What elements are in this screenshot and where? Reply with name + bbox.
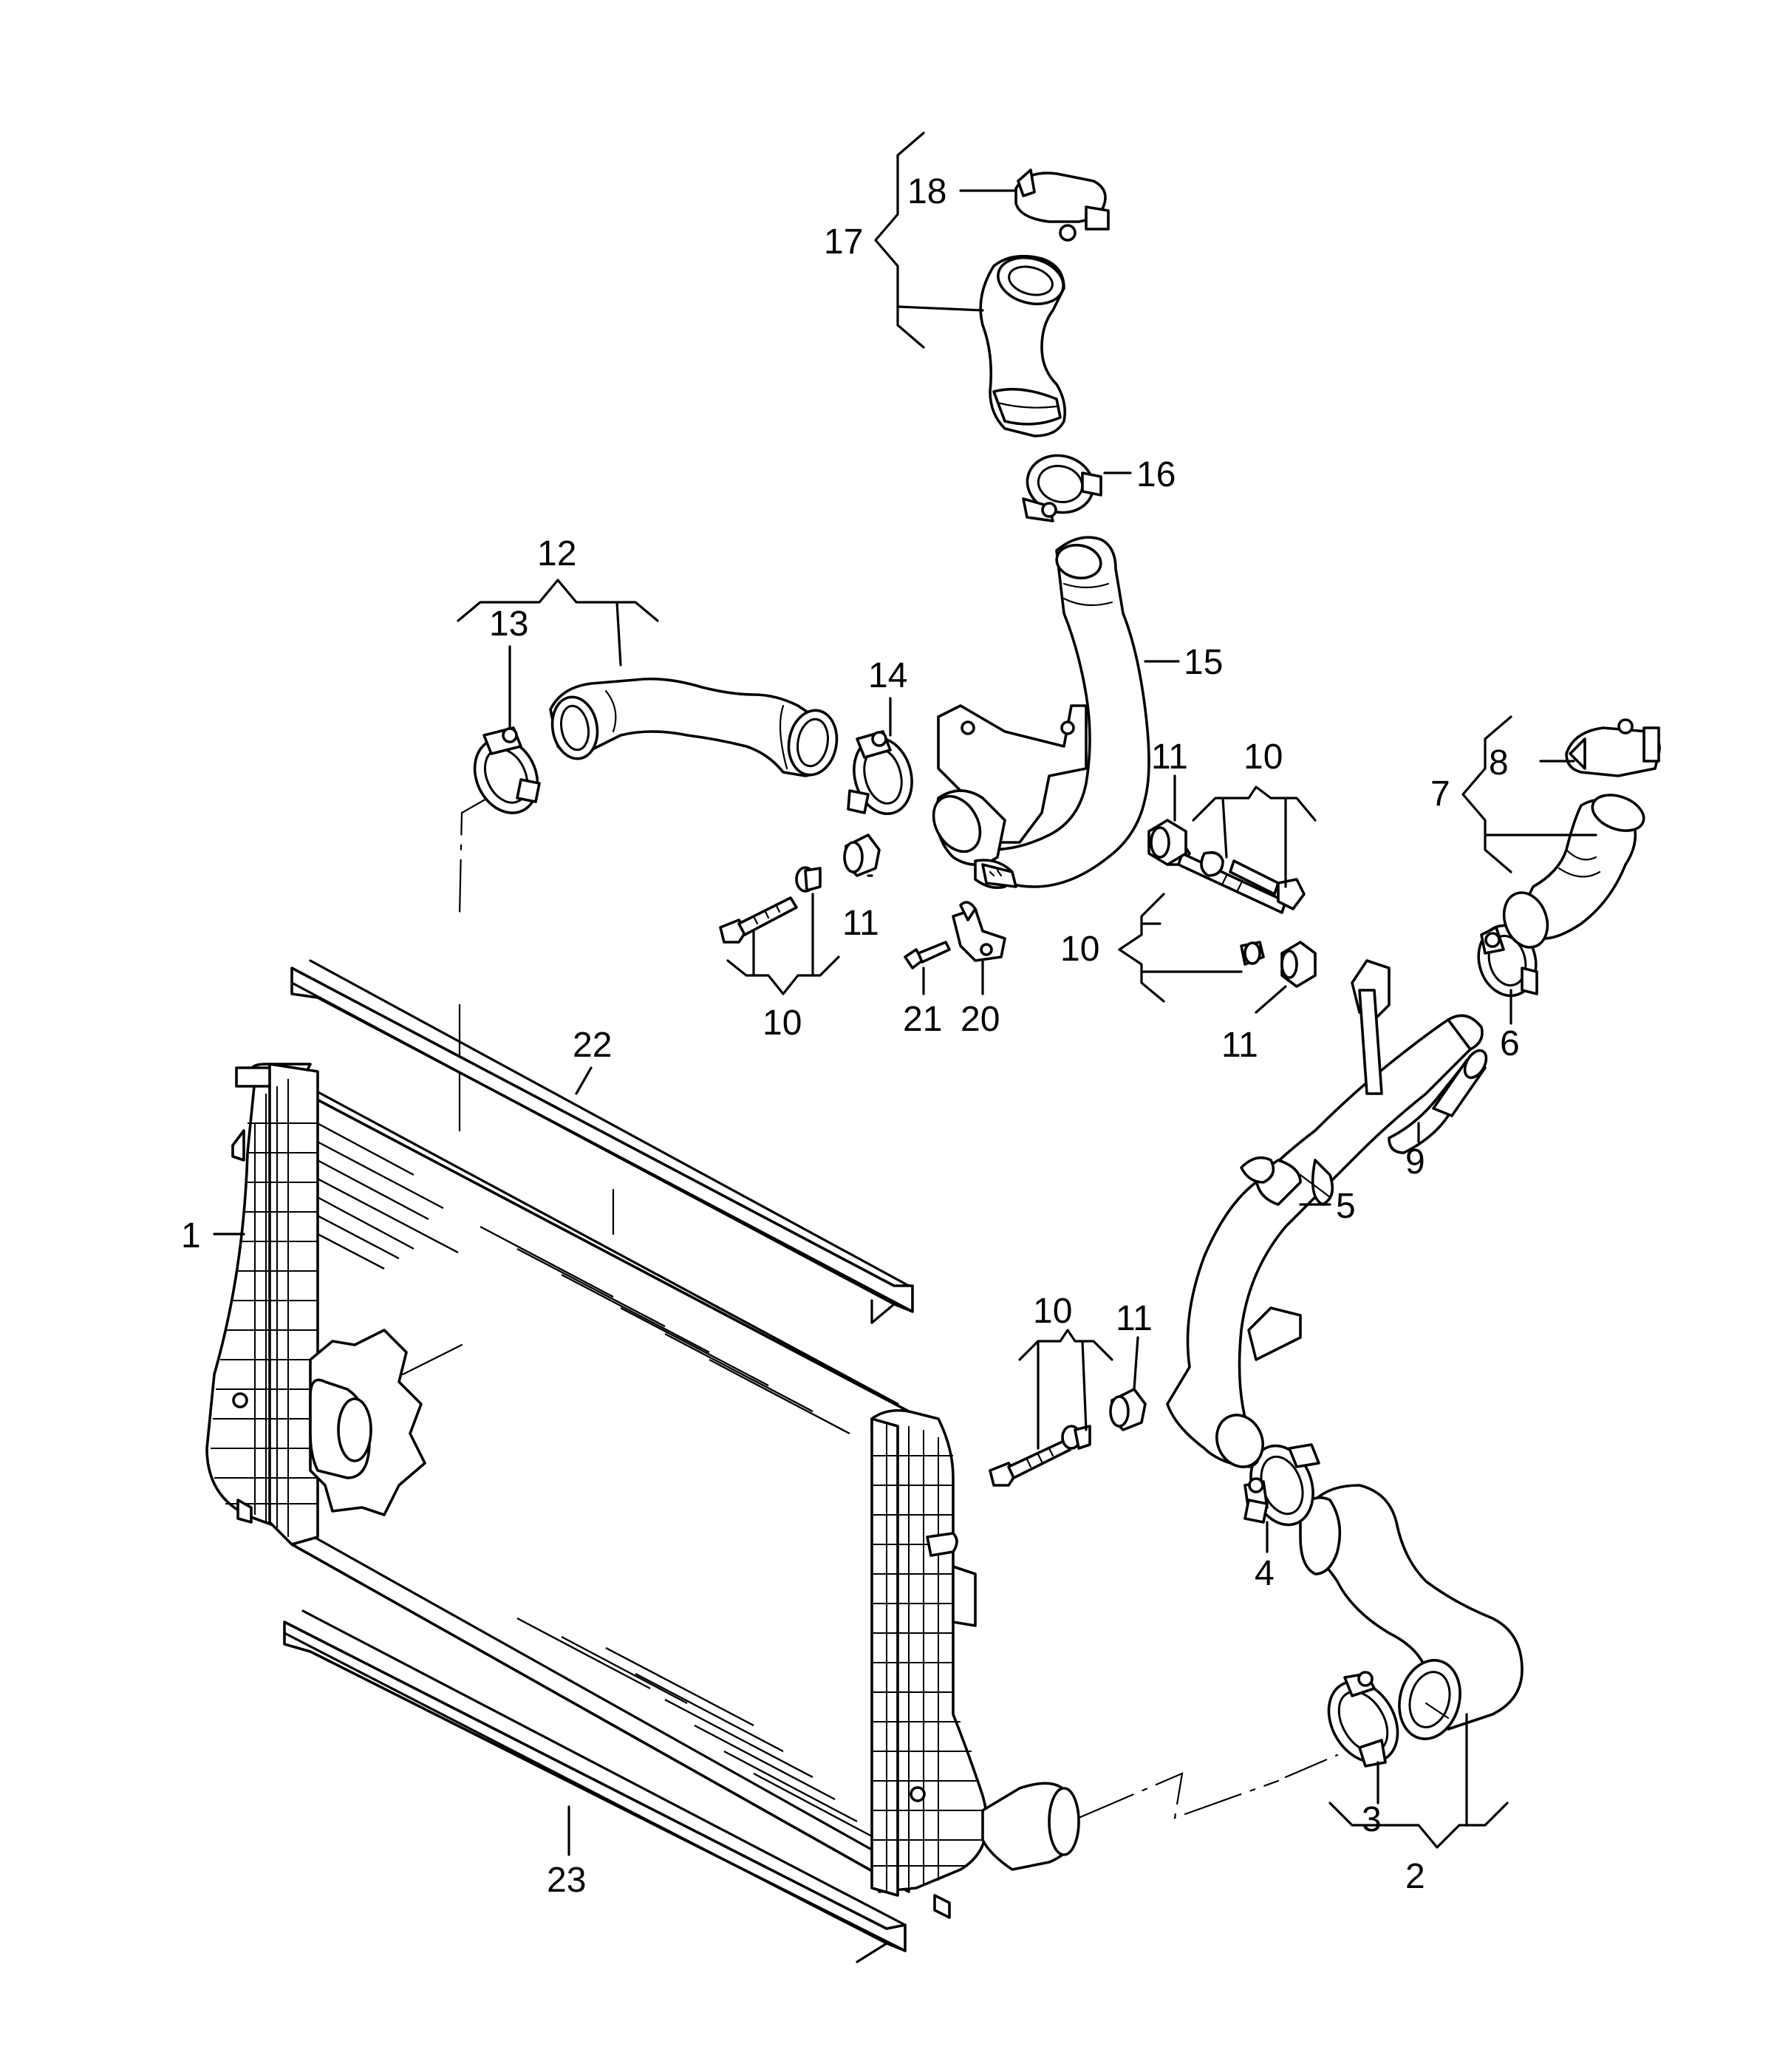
callout-7: 7 <box>1430 774 1450 814</box>
pipe-9 <box>1388 1049 1488 1154</box>
callout-18: 18 <box>907 172 946 211</box>
upper-rail <box>290 959 914 1324</box>
clamp-14 <box>847 730 913 815</box>
clamp-8 <box>1565 718 1661 777</box>
callout-11-lower: 11 <box>1116 1299 1153 1338</box>
lower-rail <box>283 1609 907 1963</box>
callout-9: 9 <box>1405 1142 1425 1182</box>
leader-lines <box>213 132 1597 1856</box>
callout-11-upper-right: 11 <box>1151 737 1188 777</box>
callout-15: 15 <box>1184 643 1223 682</box>
callout-13: 13 <box>489 604 528 644</box>
callout-22: 22 <box>573 1026 612 1065</box>
callout-17: 17 <box>824 222 863 262</box>
callout-10-upper-right: 10 <box>1243 737 1283 777</box>
core-fins-bottom <box>516 1617 873 1838</box>
callout-labels: 1 2 3 4 5 6 7 8 9 10 10 10 10 11 11 11 1… <box>181 172 1520 1900</box>
callout-23: 23 <box>547 1861 586 1900</box>
callout-21: 21 <box>903 1000 942 1039</box>
dash-line-right <box>1077 1754 1339 1819</box>
charge-hose-2 <box>1299 1484 1524 1740</box>
screw-21 <box>904 941 951 969</box>
callout-10-lower: 10 <box>1033 1292 1072 1331</box>
callout-3: 3 <box>1362 1800 1382 1839</box>
clamp-13 <box>473 726 541 814</box>
callout-1: 1 <box>181 1216 201 1255</box>
callout-10-mid: 10 <box>1060 930 1099 969</box>
callout-10-left: 10 <box>763 1003 802 1043</box>
clamp-3 <box>1327 1671 1399 1768</box>
intercooler <box>205 1063 1080 1919</box>
core-fins-top <box>310 1118 850 1435</box>
clamp-6 <box>1477 924 1538 998</box>
callout-2: 2 <box>1405 1857 1425 1896</box>
inlet-cutaway <box>309 1329 463 1516</box>
callout-4: 4 <box>1255 1554 1275 1593</box>
left-tank-grid <box>211 1079 318 1537</box>
clamp-18 <box>1014 168 1110 242</box>
callout-11-left: 11 <box>842 904 879 943</box>
callout-11-mid: 11 <box>1221 1026 1258 1065</box>
bolt-set-left <box>719 834 881 944</box>
callout-12: 12 <box>537 534 576 573</box>
callout-14: 14 <box>868 656 907 695</box>
charge-pipe-15 <box>932 536 1150 890</box>
callout-6: 6 <box>1500 1024 1520 1063</box>
callout-8: 8 <box>1489 743 1509 783</box>
hose-12 <box>549 677 839 777</box>
clamp-16 <box>1022 454 1102 522</box>
hose-17 <box>979 254 1067 437</box>
callout-20: 20 <box>961 1000 1000 1039</box>
clamp-4 <box>1243 1443 1320 1527</box>
hose-7 <box>1502 794 1645 949</box>
callout-5: 5 <box>1336 1187 1356 1226</box>
bolt-set-lower <box>989 1388 1147 1487</box>
callout-16: 16 <box>1136 455 1176 494</box>
charge-pipe-5 <box>1166 959 1484 1468</box>
sensor-20 <box>952 901 1006 962</box>
